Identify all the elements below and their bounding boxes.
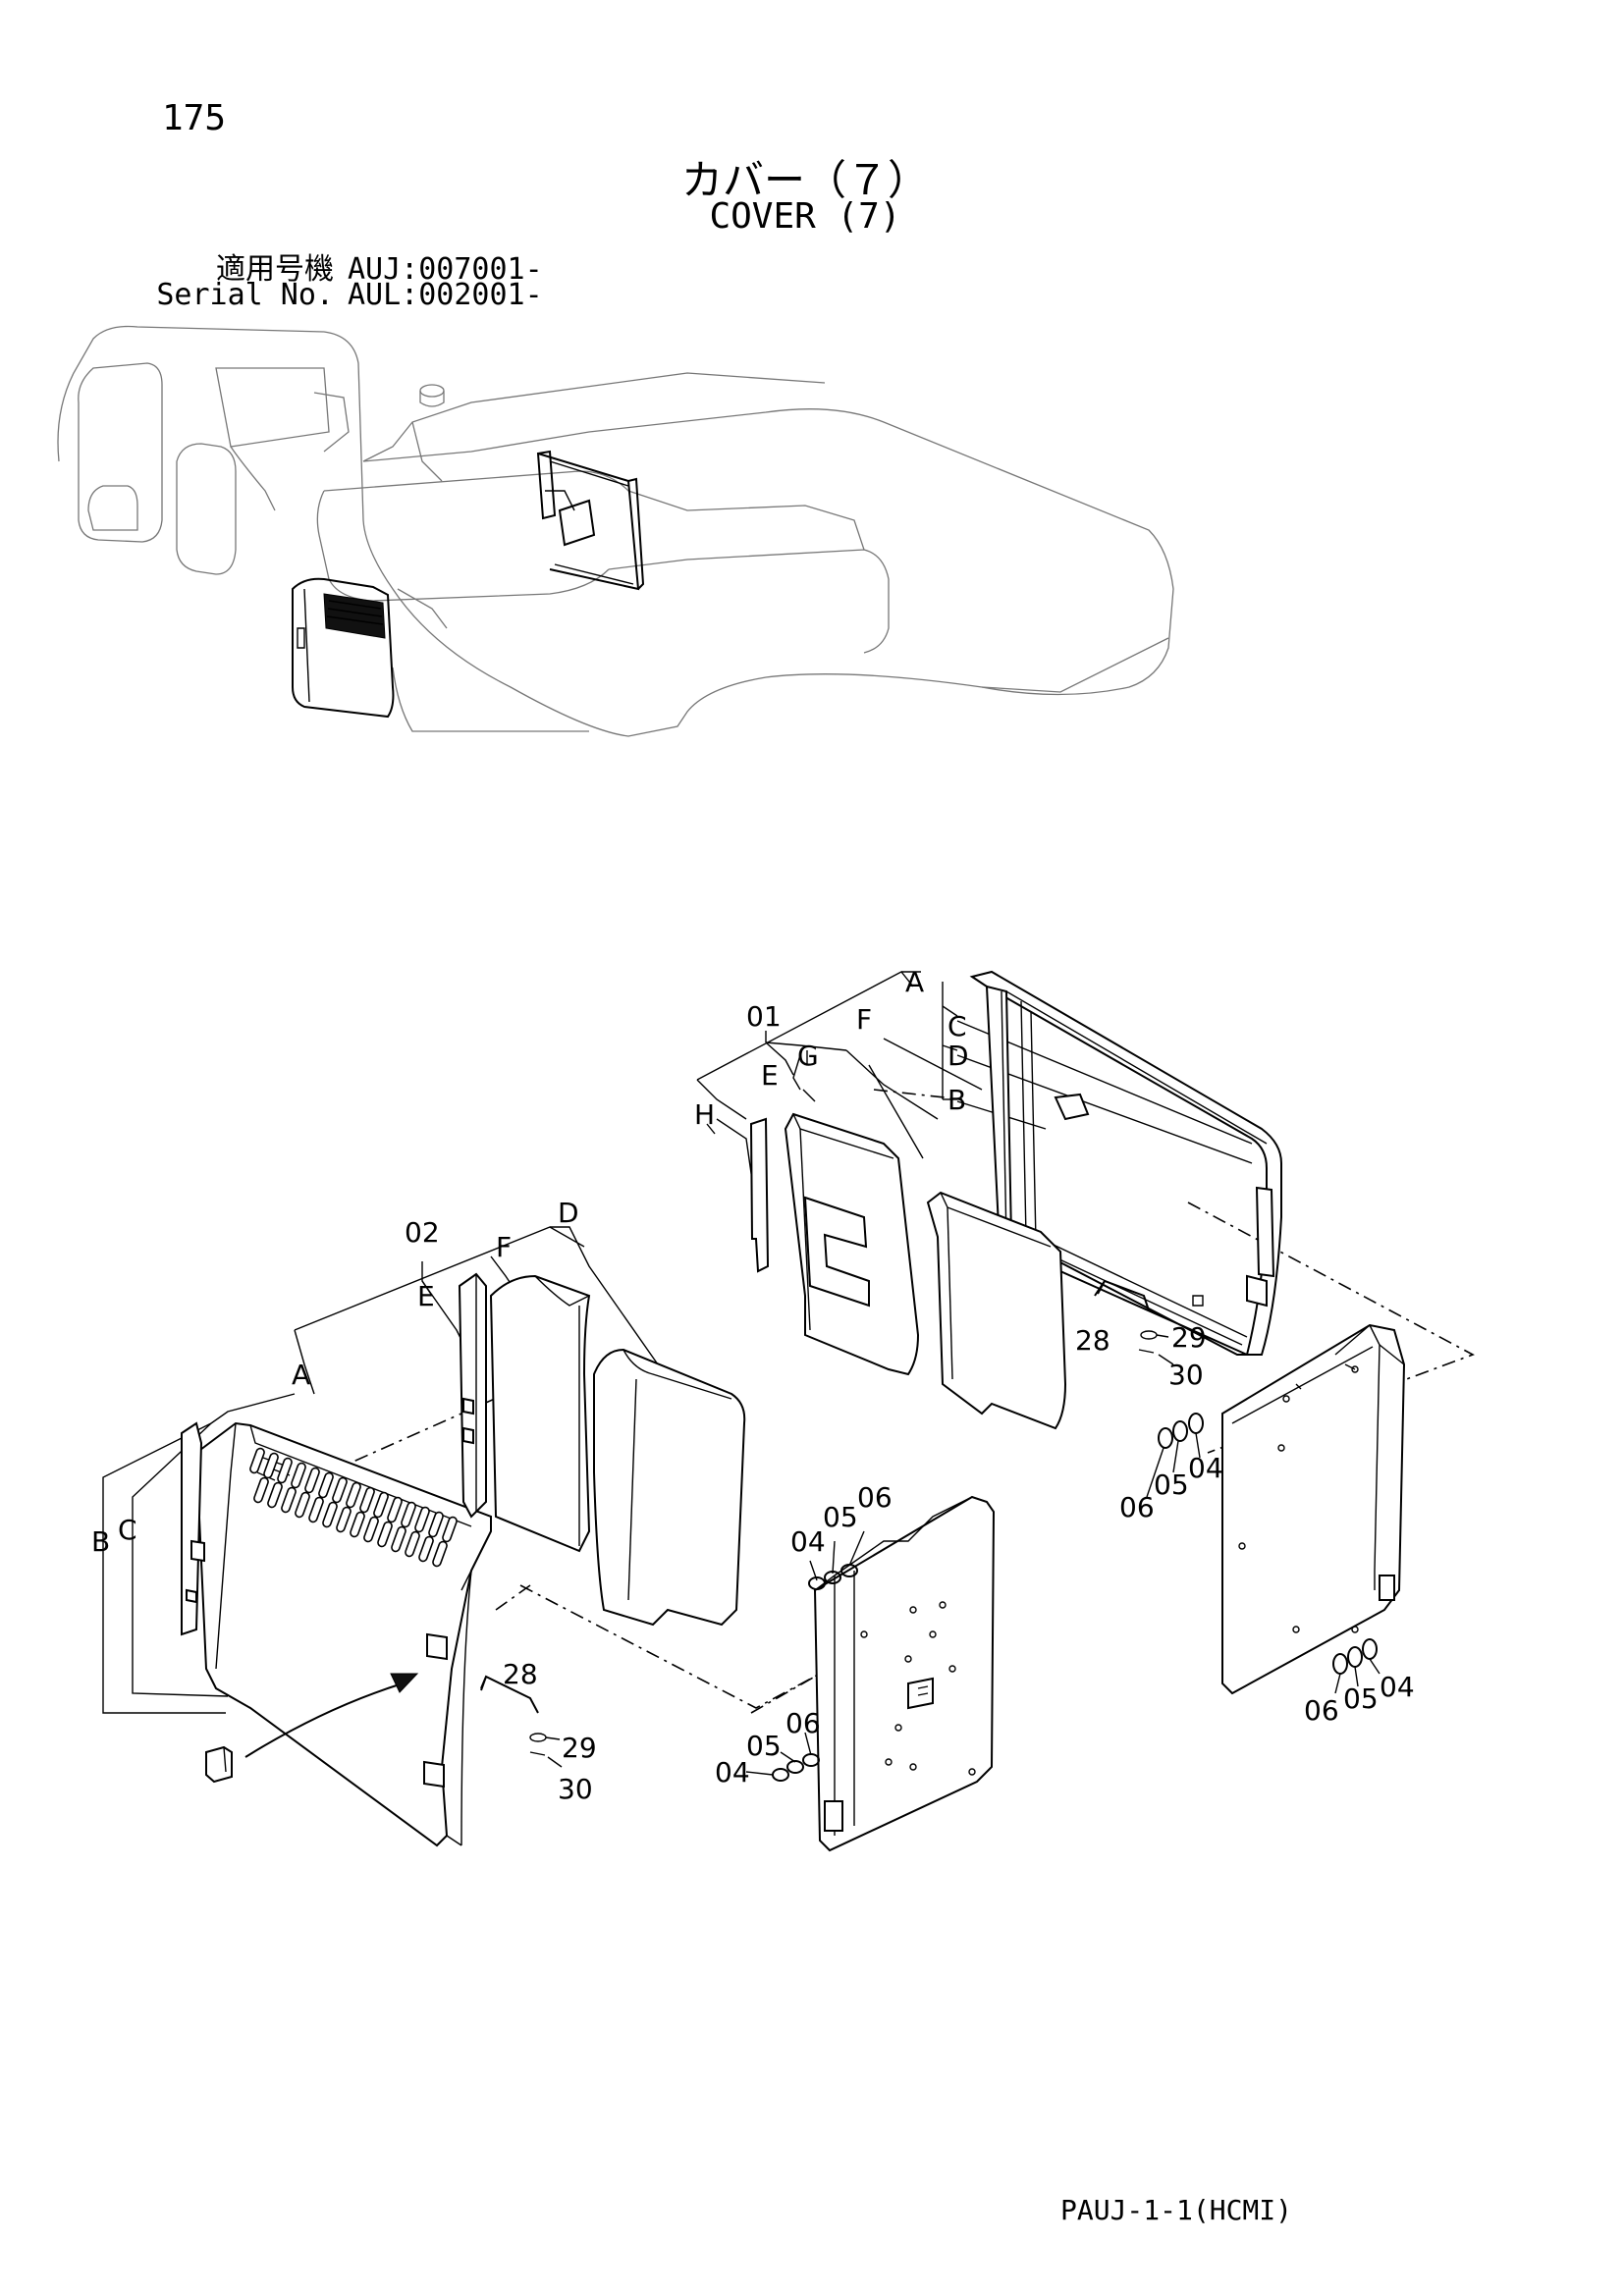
callout-02: 02 [405, 1216, 440, 1249]
serial-value: AUL:002001- [348, 278, 543, 312]
fastener-set-right-upper [1146, 1413, 1204, 1498]
callout-05-right-lower: 05 [1343, 1682, 1379, 1715]
page-number: 175 [162, 98, 227, 138]
seal-strip-h [749, 1117, 770, 1273]
callout-06-right-lower: 06 [1304, 1694, 1339, 1727]
washer-29-lower [529, 1733, 561, 1742]
hinge-bracket-center [813, 1495, 996, 1852]
serial-value: AUJ:007001- [348, 252, 543, 287]
callout-a-upper: A [905, 966, 924, 998]
washer-29-upper [1140, 1330, 1169, 1340]
callout-c-lower: C [118, 1514, 137, 1546]
serial-label: 適用号機 [216, 252, 334, 287]
callout-05-center-lower: 05 [746, 1730, 782, 1762]
callout-05-center-upper: 05 [823, 1501, 858, 1533]
callout-04-right-lower: 04 [1380, 1671, 1415, 1703]
callout-d-upper: D [947, 1040, 969, 1072]
callout-29-upper: 29 [1171, 1321, 1207, 1354]
callout-06-center-upper: 06 [857, 1481, 893, 1514]
callout-b-lower: B [91, 1525, 110, 1558]
fastener-set-center-lower [745, 1732, 820, 1782]
rod-28-lower [480, 1675, 539, 1714]
insulation-panel-f-lower [489, 1274, 591, 1553]
serial-label: Serial No. [156, 278, 334, 312]
rod-28-upper [1094, 1279, 1150, 1311]
callout-e-upper: E [761, 1059, 779, 1092]
callout-04-center-lower: 04 [715, 1756, 750, 1789]
callout-30-lower: 30 [558, 1773, 593, 1805]
serial-row-jp: 適用号機 AUJ:007001- [152, 253, 543, 287]
fastener-set-center-upper [808, 1530, 865, 1590]
callout-labels: 01 A C F D B E G H 28 29 30 02 D F E A B… [91, 966, 1415, 1805]
callout-f-lower: F [496, 1231, 512, 1263]
callout-f-upper: F [856, 1003, 872, 1036]
insulation-panel-e-upper [784, 1112, 920, 1376]
page-title-japanese: カバー（７） [680, 156, 929, 204]
callout-g-upper: G [797, 1040, 819, 1072]
callout-a-lower: A [292, 1359, 310, 1391]
fastener-set-right-lower [1332, 1638, 1380, 1694]
callout-01: 01 [746, 1000, 782, 1033]
insulation-panel-g-upper [926, 1191, 1067, 1430]
callout-28-upper: 28 [1075, 1324, 1110, 1357]
callout-06-right-upper: 06 [1119, 1491, 1155, 1523]
callout-30-upper: 30 [1168, 1359, 1204, 1391]
seal-strip-e-lower [458, 1272, 487, 1519]
side-door-assembly [181, 1421, 492, 1847]
serial-row-en: Serial No. AUL:002001- [152, 278, 543, 312]
callout-05-right-upper: 05 [1154, 1468, 1189, 1501]
insulation-panel-d-lower [593, 1348, 746, 1627]
callout-28-lower: 28 [503, 1658, 538, 1690]
callout-c-upper: C [947, 1010, 967, 1042]
callout-04-center-upper: 04 [790, 1525, 826, 1558]
callout-b-upper: B [947, 1084, 966, 1116]
pin-30-lower [529, 1751, 563, 1768]
pin-30-upper [1138, 1349, 1174, 1365]
footer-reference: PAUJ-1-1(HCMI) [1060, 2194, 1293, 2226]
page-title-english: COVER (7) [709, 196, 901, 237]
callout-06-center-lower: 06 [785, 1707, 821, 1739]
callout-d-lower: D [558, 1197, 579, 1229]
callout-h: H [694, 1098, 715, 1131]
callout-29-lower: 29 [562, 1732, 597, 1764]
callout-e-lower: E [417, 1280, 435, 1312]
hinge-bracket-right [1221, 1323, 1406, 1695]
callout-04-right-upper: 04 [1188, 1452, 1223, 1484]
excavator-location-thumbnail [57, 325, 1174, 737]
